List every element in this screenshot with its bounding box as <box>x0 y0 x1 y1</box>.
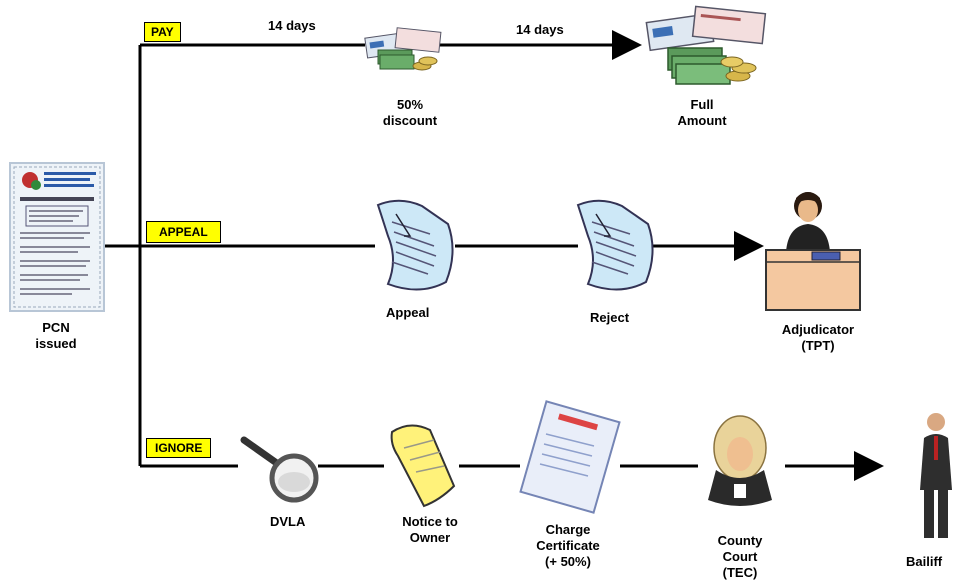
judge-icon <box>708 415 772 506</box>
full-amount-label: Full Amount <box>677 97 727 128</box>
dvla-label: DVLA <box>270 514 306 529</box>
charge-certificate-label: Charge Certificate (+ 50%) <box>536 522 600 569</box>
days-label-second: 14 days <box>516 22 564 37</box>
notice-to-owner-label: Notice to Owner <box>402 514 458 545</box>
bailiff-icon <box>920 413 952 538</box>
certificate-icon <box>519 400 621 514</box>
pcn-document-icon <box>9 162 105 312</box>
days-label-first: 14 days <box>268 18 316 33</box>
appeal-document-icon <box>376 199 454 291</box>
connector-lines <box>104 30 884 481</box>
adjudicator-icon <box>765 192 861 311</box>
magnifier-icon <box>240 436 319 503</box>
pcn-label: PCN issued <box>35 320 77 351</box>
reject-document-icon <box>576 199 654 291</box>
reject-step-label: Reject <box>590 310 630 325</box>
money-large-icon <box>645 5 767 85</box>
county-court-label: County Court (TEC) <box>717 533 763 580</box>
branch-ignore-label: IGNORE <box>146 438 212 458</box>
notice-document-icon <box>390 424 456 508</box>
branch-appeal-label: APPEAL <box>146 221 221 243</box>
discount-label: 50% discount <box>382 97 438 128</box>
bailiff-label: Bailiff <box>906 554 943 569</box>
money-small-icon <box>364 27 442 71</box>
appeal-step-label: Appeal <box>386 305 430 320</box>
branch-pay-label: PAY <box>144 22 181 42</box>
adjudicator-label: Adjudicator (TPT) <box>781 322 855 353</box>
